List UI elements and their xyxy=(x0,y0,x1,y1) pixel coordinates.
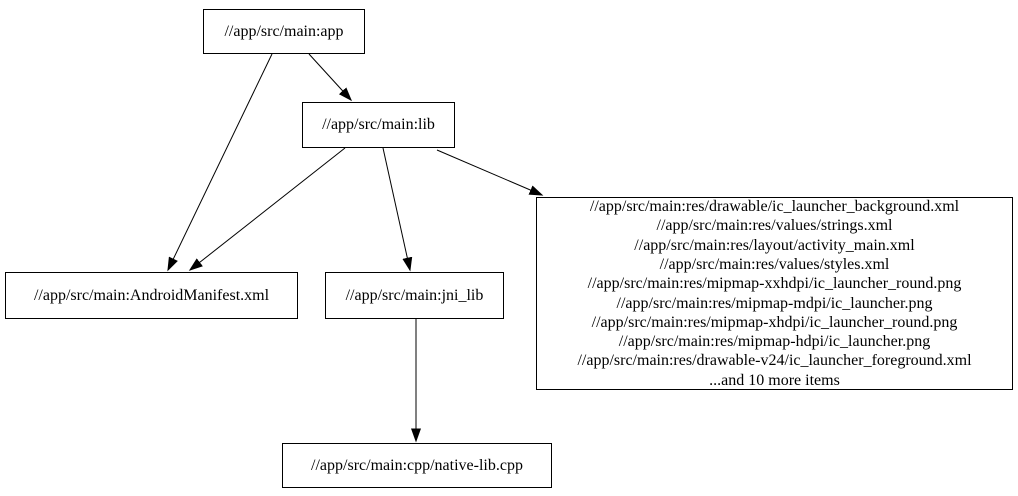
edge-lib-to-resources xyxy=(436,149,544,196)
resource-item: //app/src/main:res/mipmap-xxhdpi/ic_laun… xyxy=(587,275,962,293)
resource-item: //app/src/main:res/drawable/ic_launcher_… xyxy=(589,198,960,216)
edge-app-to-manifest xyxy=(167,53,273,272)
resources-more-items-note: ...and 10 more items xyxy=(709,371,840,389)
node-jni-lib: //app/src/main:jni_lib xyxy=(325,272,504,319)
resource-item: //app/src/main:res/values/strings.xml xyxy=(656,217,893,235)
node-android-manifest-label: //app/src/main:AndroidManifest.xml xyxy=(33,286,270,304)
resource-item: //app/src/main:res/values/styles.xml xyxy=(659,255,890,273)
resource-item: //app/src/main:res/mipmap-hdpi/ic_launch… xyxy=(618,333,931,351)
node-app-label: //app/src/main:app xyxy=(224,22,344,40)
resource-item: //app/src/main:res/layout/activity_main.… xyxy=(634,236,915,254)
edge-lib-to-manifest xyxy=(188,147,346,271)
node-app: //app/src/main:app xyxy=(203,9,365,54)
node-native-lib-cpp: //app/src/main:cpp/native-lib.cpp xyxy=(282,443,552,488)
node-lib-label: //app/src/main:lib xyxy=(322,116,435,134)
node-lib: //app/src/main:lib xyxy=(302,102,455,148)
node-resources-group: //app/src/main:res/drawable/ic_launcher_… xyxy=(536,197,1013,390)
resource-item: //app/src/main:res/mipmap-mdpi/ic_launch… xyxy=(616,294,933,312)
edge-app-to-lib xyxy=(308,53,353,102)
edge-lib-to-jni-lib xyxy=(382,147,413,272)
node-native-lib-cpp-label: //app/src/main:cpp/native-lib.cpp xyxy=(311,456,523,474)
node-android-manifest: //app/src/main:AndroidManifest.xml xyxy=(5,272,298,319)
resource-item: //app/src/main:res/drawable-v24/ic_launc… xyxy=(577,352,972,370)
node-jni-lib-label: //app/src/main:jni_lib xyxy=(345,286,484,304)
resource-item: //app/src/main:res/mipmap-xhdpi/ic_launc… xyxy=(591,313,958,331)
